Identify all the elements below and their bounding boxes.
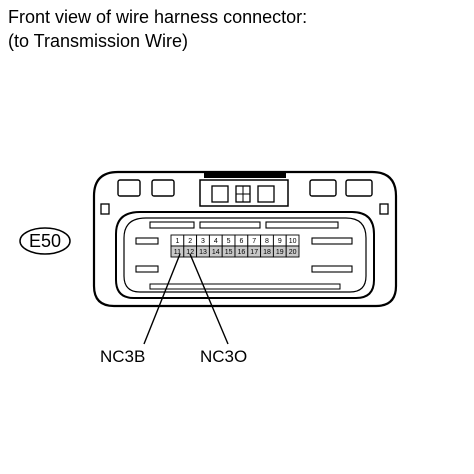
callout-leader-nc3o: [189, 253, 229, 345]
diagram-title-line-1: Front view of wire harness connector:: [8, 7, 308, 27]
pin-number-2: 2: [188, 238, 192, 245]
connector-code-bubble: [19, 227, 71, 255]
top-tab-left: [117, 179, 141, 197]
latch-bar: [204, 172, 286, 178]
pin-number-14: 14: [212, 249, 220, 256]
top-tab-right-inner: [309, 179, 337, 197]
latch-slot-right: [257, 185, 275, 203]
pin-number-7: 7: [252, 238, 256, 245]
pin-number-9: 9: [278, 238, 282, 245]
pin-number-11: 11: [174, 249, 181, 256]
inner-seal-outer: [115, 211, 375, 299]
pin-number-8: 8: [265, 238, 269, 245]
top-tab-right: [345, 179, 373, 197]
pin-number-3: 3: [201, 238, 205, 245]
top-tab-left-inner: [151, 179, 175, 197]
rib-strip-1: [149, 221, 195, 229]
connector-housing: [92, 170, 398, 308]
pin-number-20: 20: [289, 249, 297, 256]
pin-number-13: 13: [199, 249, 207, 256]
pin-number-4: 4: [214, 238, 218, 245]
pin-number-18: 18: [263, 249, 271, 256]
diagram-title-line-2: (to Transmission Wire): [8, 31, 189, 51]
side-marker-right: [379, 203, 389, 215]
pin-number-10: 10: [289, 238, 297, 245]
inner-seal-inner: [123, 217, 367, 293]
connector-code: E50: [29, 231, 61, 251]
lower-groove: [149, 283, 341, 290]
guide-rail-left-lower: [135, 265, 159, 273]
pin-number-15: 15: [225, 249, 233, 256]
guide-rail-right: [311, 237, 353, 245]
pin-cavity-20: [285, 245, 300, 258]
callout-nc3o: NC3O: [200, 347, 247, 366]
pin-number-5: 5: [227, 238, 231, 245]
rib-strip-3: [265, 221, 339, 229]
callout-nc3b: NC3B: [100, 347, 145, 366]
pin-number-17: 17: [250, 249, 258, 256]
rib-strip-2: [199, 221, 261, 229]
pin-number-12: 12: [186, 249, 194, 256]
pin-number-1: 1: [175, 238, 179, 245]
latch-slot-left: [211, 185, 229, 203]
pin-number-16: 16: [238, 249, 246, 256]
callout-leader-nc3b: [143, 253, 181, 345]
guide-rail-left: [135, 237, 159, 245]
pin-number-19: 19: [276, 249, 284, 256]
side-marker-left: [100, 203, 110, 215]
pin-number-6: 6: [239, 238, 243, 245]
latch-body: [199, 179, 289, 207]
guide-rail-right-lower: [311, 265, 353, 273]
